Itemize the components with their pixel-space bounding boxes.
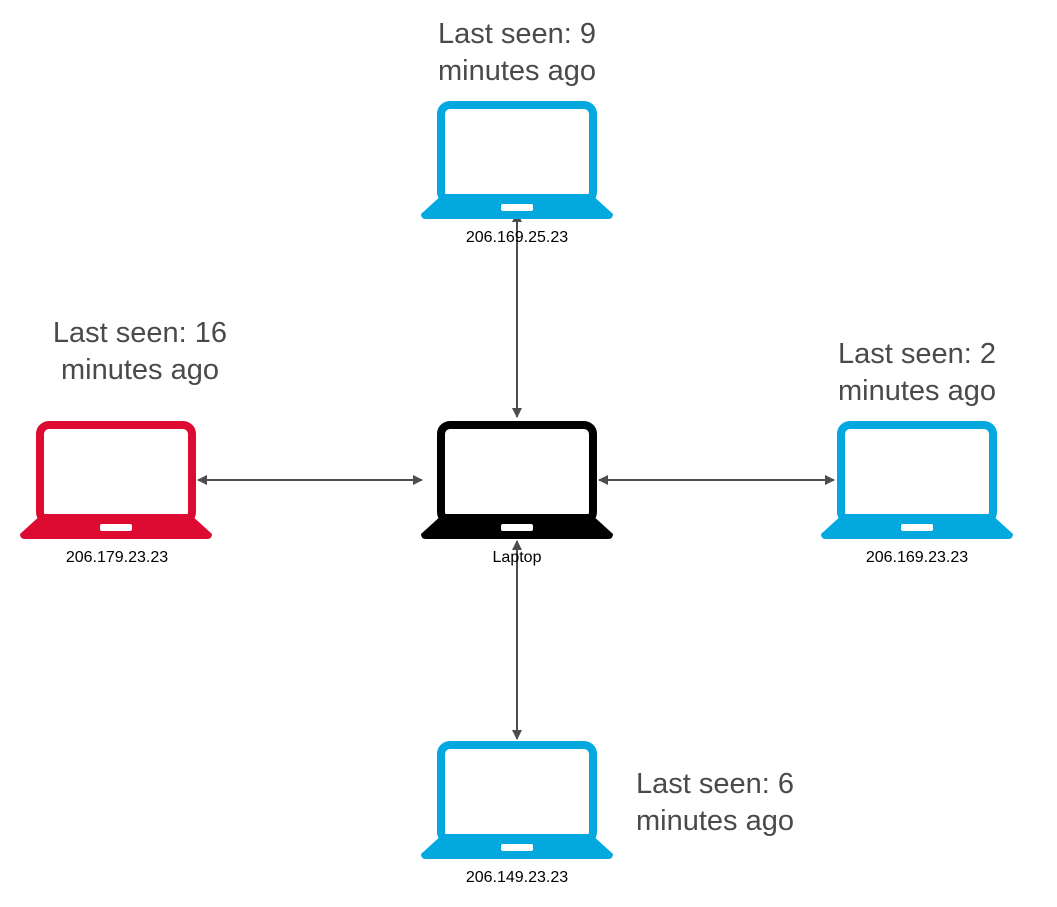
last-seen-right: Last seen: 2 minutes ago — [817, 336, 1017, 410]
last-seen-right-line1: Last seen: 2 — [838, 338, 996, 370]
laptop-icon-bottom[interactable] — [421, 745, 613, 859]
ip-label-left: 206.179.23.23 — [65, 549, 169, 566]
hub-label: Laptop — [492, 549, 542, 566]
laptop-icon-hub[interactable] — [421, 425, 613, 539]
last-seen-bottom-line2: minutes ago — [636, 805, 794, 837]
ip-label-top: 206.169.25.23 — [465, 229, 569, 246]
laptop-icon-right[interactable] — [821, 425, 1013, 539]
laptop-icon-top[interactable] — [421, 105, 613, 219]
last-seen-left-line2: minutes ago — [61, 354, 219, 386]
last-seen-bottom-line1: Last seen: 6 — [636, 768, 794, 800]
last-seen-left: Last seen: 16 minutes ago — [40, 315, 240, 389]
last-seen-top: Last seen: 9 minutes ago — [417, 16, 617, 90]
last-seen-right-line2: minutes ago — [838, 375, 996, 407]
last-seen-left-line1: Last seen: 16 — [52, 317, 228, 349]
ip-label-right: 206.169.23.23 — [865, 549, 969, 566]
laptop-icon-left[interactable] — [20, 425, 212, 539]
last-seen-top-line1: Last seen: 9 — [438, 18, 596, 50]
ip-label-bottom: 206.149.23.23 — [465, 869, 569, 886]
last-seen-top-line2: minutes ago — [438, 55, 596, 87]
last-seen-bottom: Last seen: 6 minutes ago — [636, 766, 794, 840]
